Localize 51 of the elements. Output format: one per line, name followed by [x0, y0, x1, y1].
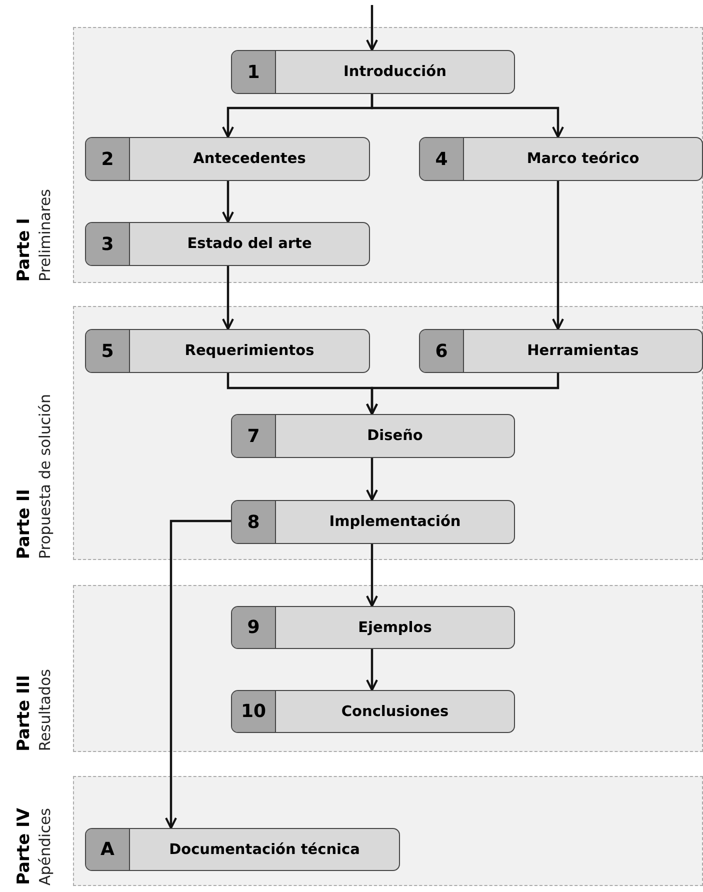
- step-number: 8: [232, 501, 276, 543]
- arrow: [366, 544, 378, 607]
- step-title: Diseño: [366, 427, 424, 446]
- arrow: [366, 373, 560, 415]
- step-title: Estado del arte: [186, 235, 313, 254]
- step-title: Ejemplos: [357, 618, 433, 638]
- step-number: 1: [232, 51, 276, 93]
- step-number: 10: [232, 691, 276, 732]
- step-number: 7: [232, 415, 276, 457]
- step-title: Documentación técnica: [168, 840, 361, 860]
- step-box: [231, 690, 515, 733]
- step-title: Introducción: [342, 63, 448, 82]
- section-title: Preliminares: [36, 189, 54, 282]
- step-box: [231, 50, 515, 94]
- section-title: Propuesta de solución: [36, 394, 54, 559]
- arrow: [165, 520, 231, 829]
- step-title: Implementación: [328, 513, 462, 532]
- step-title: Conclusiones: [340, 702, 450, 722]
- arrow: [366, 5, 378, 51]
- step-number: 3: [86, 223, 130, 265]
- arrow: [222, 266, 234, 330]
- step-box: [419, 137, 703, 181]
- step-number: 9: [232, 607, 276, 648]
- section-number: Parte IV: [14, 808, 34, 885]
- step-box: [85, 222, 370, 266]
- arrow: [552, 181, 564, 330]
- step-box: [231, 414, 515, 458]
- step-box: [85, 329, 370, 373]
- arrow: [366, 458, 378, 501]
- step-number: 2: [86, 138, 130, 180]
- step-number: 6: [420, 330, 464, 372]
- step-box: [85, 137, 370, 181]
- section-number: Parte II: [14, 488, 34, 559]
- section-title: Resultados: [36, 668, 54, 751]
- step-title: Marco teórico: [526, 150, 640, 169]
- section-number: Parte I: [14, 218, 34, 282]
- step-number: 4: [420, 138, 464, 180]
- step-box: [419, 329, 703, 373]
- section-number: Parte III: [14, 674, 34, 751]
- step-title: Requerimientos: [184, 342, 316, 361]
- section-title: Apéndices: [36, 808, 54, 885]
- step-number: A: [86, 829, 130, 870]
- arrow: [366, 649, 378, 691]
- step-title: Herramientas: [526, 342, 640, 361]
- step-title: Antecedentes: [192, 150, 307, 169]
- step-number: 5: [86, 330, 130, 372]
- step-box: [85, 828, 400, 871]
- step-box: [231, 606, 515, 649]
- arrow: [370, 94, 564, 138]
- step-box: [231, 500, 515, 544]
- arrow: [222, 181, 234, 223]
